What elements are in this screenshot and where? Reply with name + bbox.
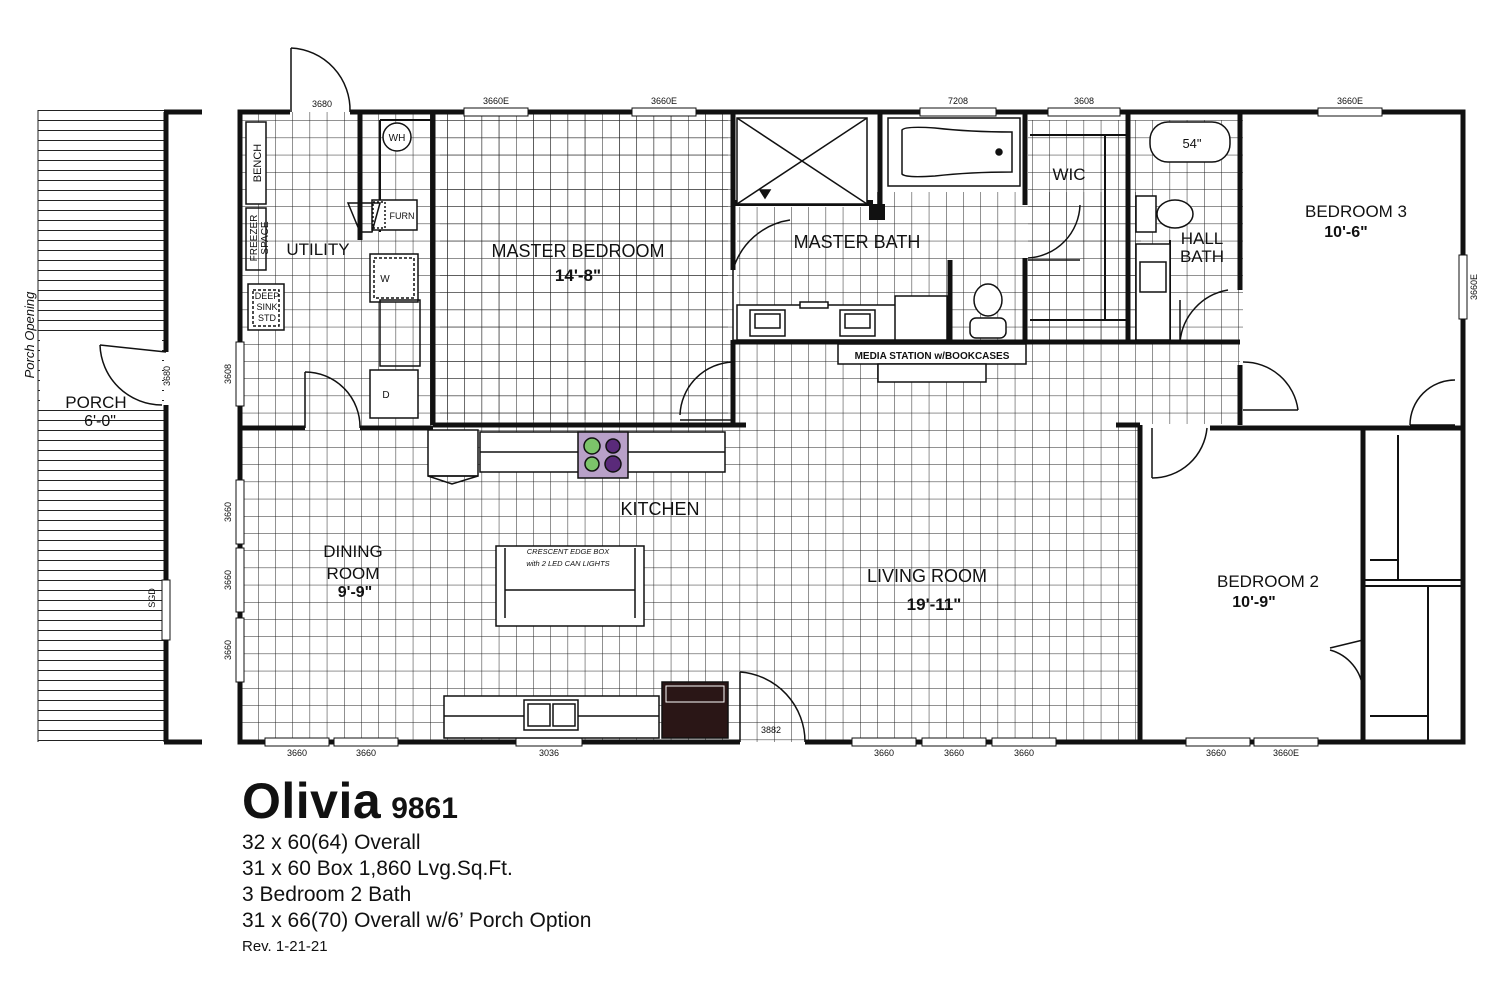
porch-opening-label: Porch Opening — [22, 291, 37, 378]
bench-label: BENCH — [252, 144, 264, 183]
spec-overall: 32 x 60(64) Overall — [242, 831, 421, 854]
master-bedroom-label: MASTER BEDROOM — [491, 241, 664, 261]
dining-label-2: ROOM — [327, 564, 380, 583]
plan-number: 9861 — [391, 792, 458, 825]
window-label-left-1: 3608 — [223, 364, 233, 384]
window-label-top-6: 3660E — [1337, 96, 1363, 106]
title-block: Olivia 9861 32 x 60(64) Overall 31 x 60 B… — [242, 772, 591, 955]
plan-title: Olivia 9861 — [242, 772, 591, 830]
window-label-top-2: 3660E — [483, 96, 509, 106]
master-bath-label: MASTER BATH — [794, 232, 921, 252]
master-bedroom-dim: 14'-8" — [555, 266, 601, 285]
door-swings — [99, 47, 1456, 743]
sgd-label: SGD — [147, 588, 157, 608]
windows — [161, 107, 1468, 747]
media-station-label: MEDIA STATION w/BOOKCASES — [855, 351, 1010, 362]
window-label-top-1: 3680 — [312, 99, 332, 109]
hall-bath-label-2: BATH — [1180, 247, 1224, 266]
plan-name: Olivia — [242, 773, 382, 829]
window-label-right-1: 3660E — [1469, 274, 1479, 300]
freezer-label: FREEZER — [249, 215, 260, 262]
bedroom2-label: BEDROOM 2 — [1217, 572, 1319, 591]
space-label: SPACE — [260, 221, 271, 254]
dining-label: DINING — [323, 542, 383, 561]
window-label-left-3: 3660 — [223, 570, 233, 590]
bedroom3-dim: 10'-6" — [1324, 224, 1367, 241]
island-label: CRESCENT EDGE BOX — [527, 547, 611, 556]
porch-dim: 6'-0" — [84, 413, 116, 430]
window-label-top-3: 3660E — [651, 96, 677, 106]
window-label-bottom-6: 3660 — [944, 748, 964, 758]
window-label-bottom-7: 3660 — [1014, 748, 1034, 758]
utility-label: UTILITY — [286, 240, 349, 259]
furnace-label: FURN — [390, 211, 415, 221]
deep-sink-label-3: STD — [258, 313, 277, 323]
revision-date: Rev. 1-21-21 — [242, 938, 328, 955]
fixtures — [245, 117, 1231, 739]
window-label-bottom-3: 3036 — [539, 748, 559, 758]
porch-deck — [37, 110, 164, 742]
window-label-bottom-4: 3882 — [761, 725, 781, 735]
window-label-bottom-2: 3660 — [356, 748, 376, 758]
bedroom3-label: BEDROOM 3 — [1305, 202, 1407, 221]
deep-sink-label: DEEP — [255, 291, 280, 301]
window-label-bottom-8: 3660 — [1206, 748, 1226, 758]
window-label-bottom-1: 3660 — [287, 748, 307, 758]
island-label-2: with 2 LED CAN LIGHTS — [526, 559, 609, 568]
window-label-bottom-5: 3660 — [874, 748, 894, 758]
window-label-bottom-9: 3660E — [1273, 748, 1299, 758]
dryer-label: D — [382, 390, 389, 401]
porch-label: PORCH — [65, 393, 126, 412]
hall-bath-label: HALL — [1181, 229, 1224, 248]
bedroom2-dim: 10'-9" — [1232, 594, 1275, 611]
spec-bedrooms: 3 Bedroom 2 Bath — [242, 883, 412, 906]
spec-porch-option: 31 x 66(70) Overall w/6’ Porch Option — [242, 909, 592, 932]
room-labels: UTILITY BENCH FREEZER SPACE DEEP SINK ST… — [22, 133, 1407, 614]
window-label-porch-door: 3680 — [162, 366, 172, 386]
floor-plan: UTILITY BENCH FREEZER SPACE DEEP SINK ST… — [22, 47, 1479, 758]
window-label-left-2: 3660 — [223, 502, 233, 522]
window-labels: 3680 3660E 3660E 7208 3608 3660E 3660E 3… — [162, 96, 1479, 758]
tub-size-label: 54" — [1182, 136, 1201, 151]
deep-sink-label-2: SINK — [256, 302, 277, 312]
living-room-label: LIVING ROOM — [867, 566, 987, 586]
living-room-dim: 19'-11" — [907, 595, 962, 614]
washer-label: W — [380, 274, 390, 285]
window-label-top-4: 7208 — [948, 96, 968, 106]
dining-dim: 9'-9" — [338, 584, 373, 601]
spec-box: 31 x 60 Box 1,860 Lvg.Sq.Ft. — [242, 857, 513, 880]
wic-label: WIC — [1052, 165, 1085, 184]
window-label-top-5: 3608 — [1074, 96, 1094, 106]
water-heater-label: WH — [389, 133, 406, 144]
window-label-left-4: 3660 — [223, 640, 233, 660]
kitchen-label: KITCHEN — [620, 499, 699, 519]
